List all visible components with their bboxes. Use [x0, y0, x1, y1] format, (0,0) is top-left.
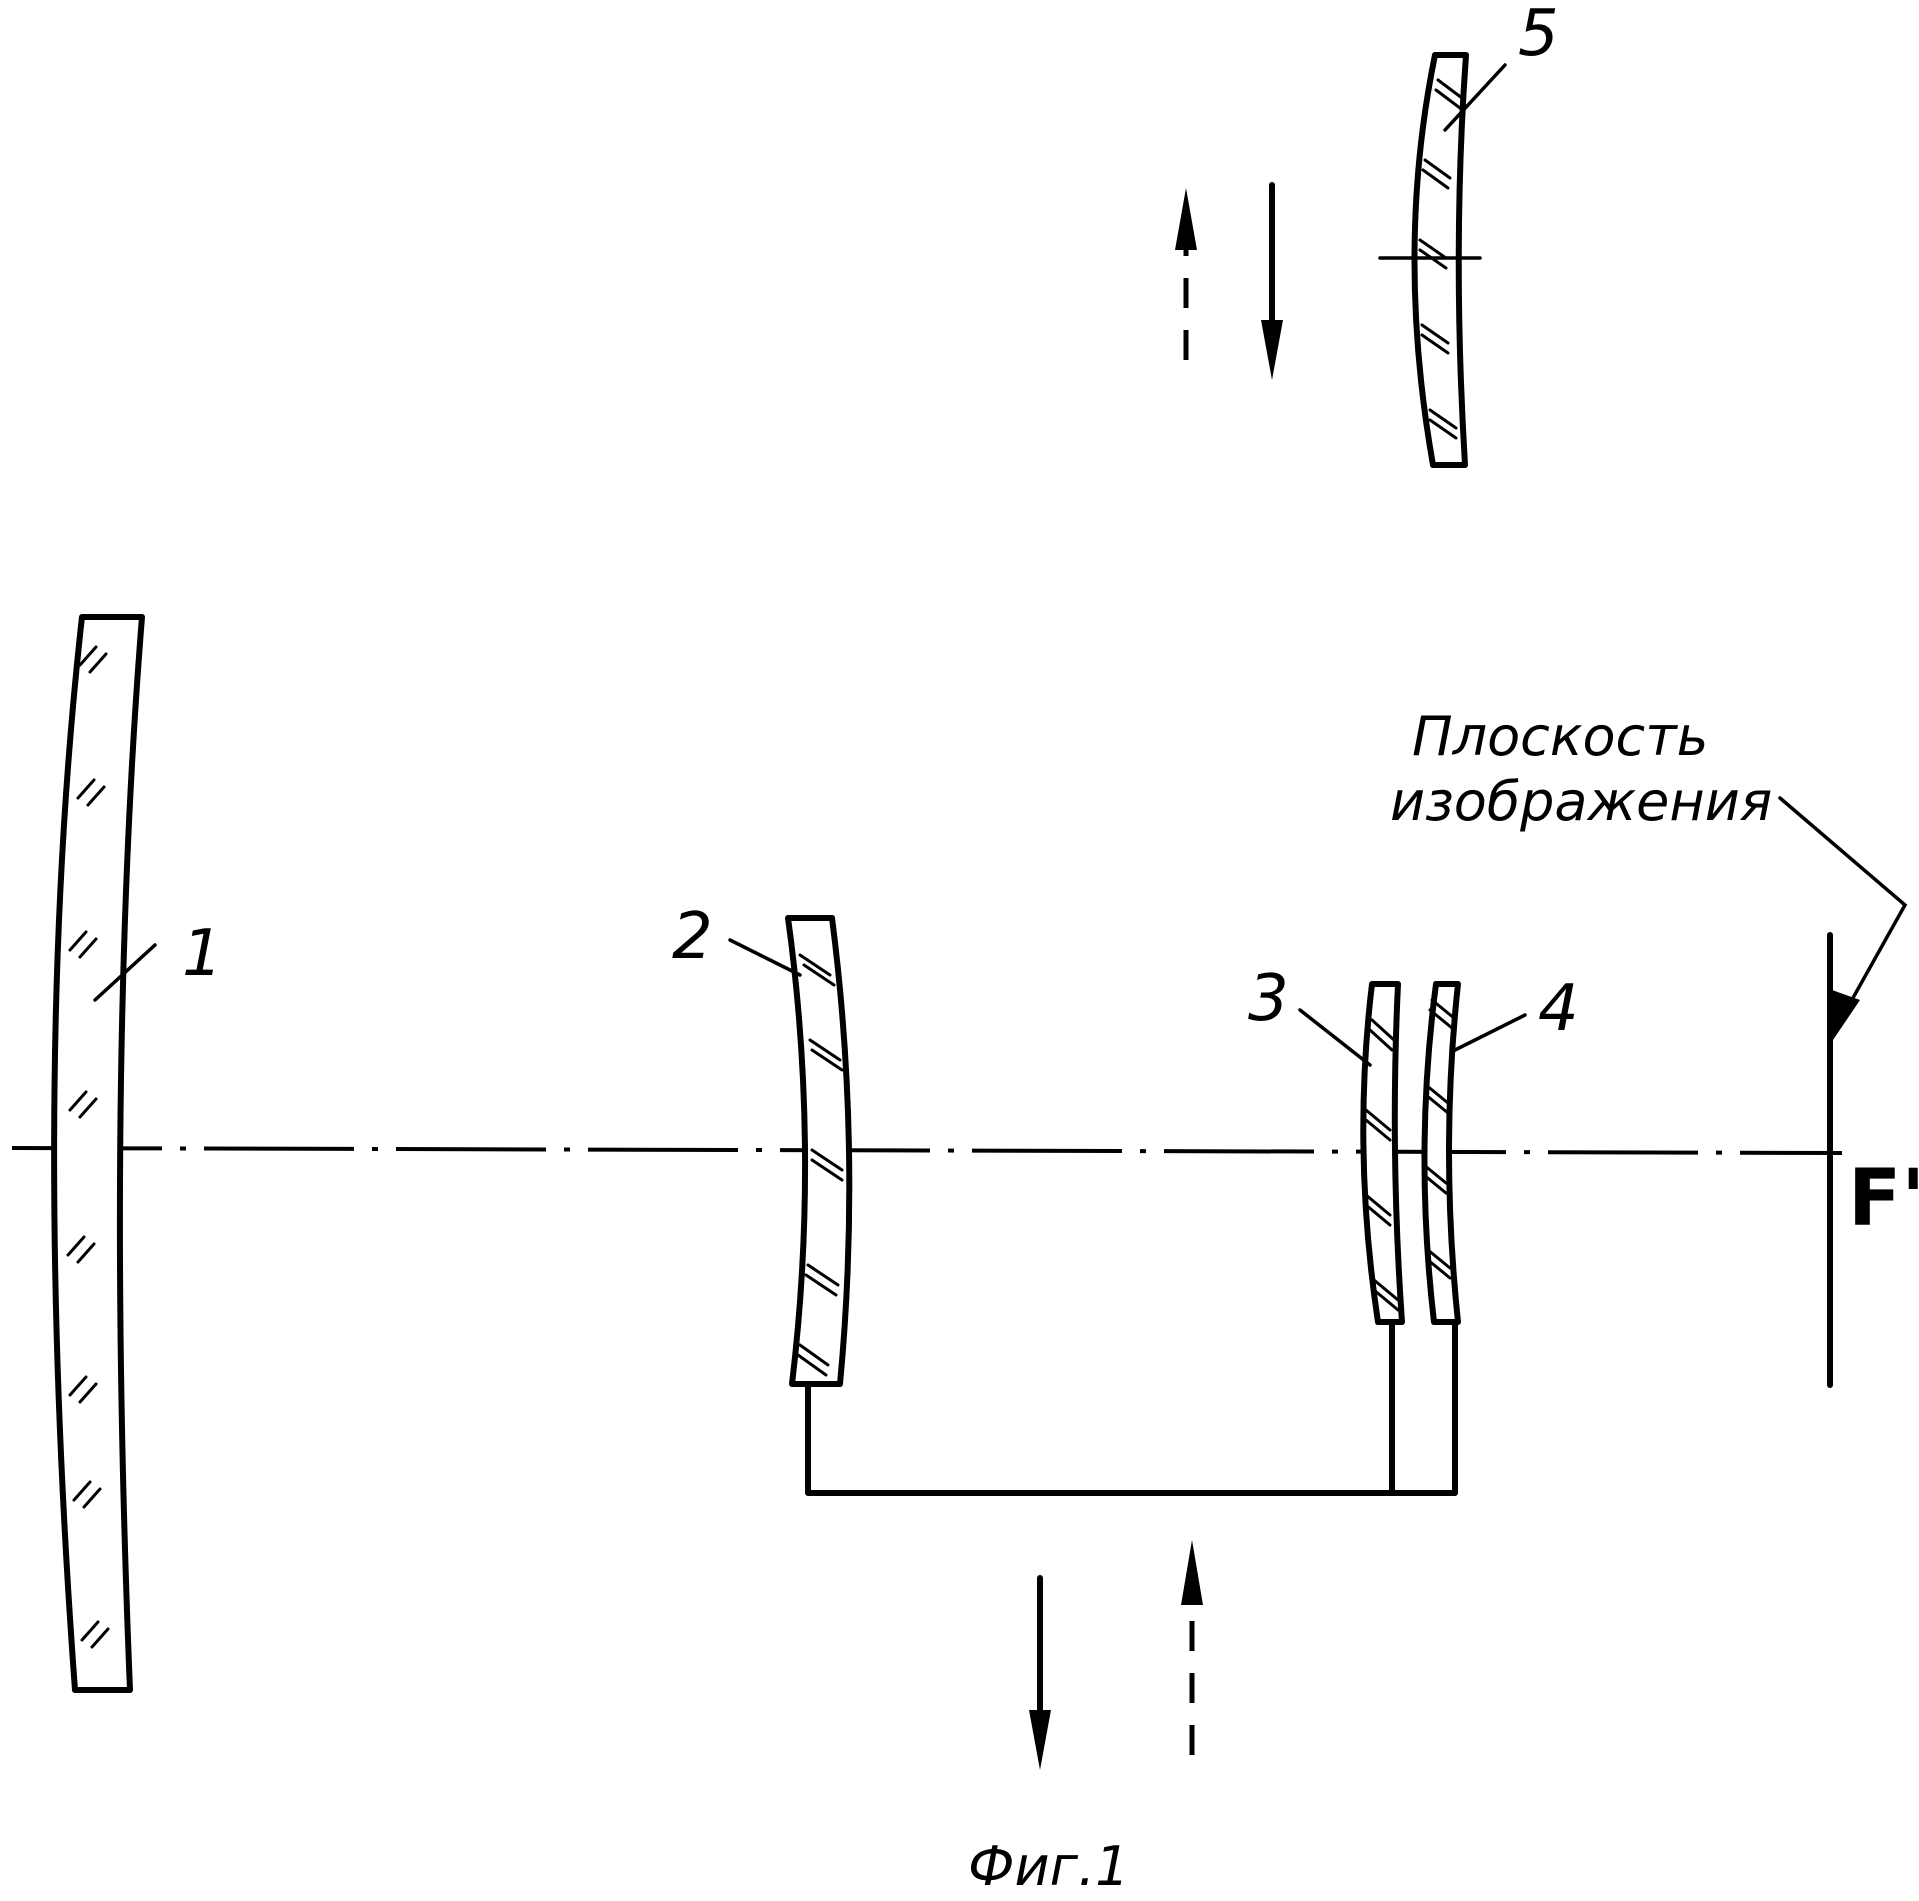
- arrow-down-solid-top: [1261, 185, 1283, 380]
- lens-2-label: 2: [672, 900, 713, 974]
- figure-caption: Фиг.1: [968, 1835, 1129, 1898]
- optical-axis: [12, 1148, 1842, 1153]
- lens-1-label: 1: [182, 917, 223, 991]
- image-plane-leader: [1780, 798, 1905, 1040]
- focal-point-label: F': [1848, 1154, 1919, 1244]
- image-plane-label-line1: Плоскость: [1412, 705, 1708, 768]
- lens-3-label: 3: [1248, 962, 1289, 1036]
- lens-5-label: 5: [1518, 0, 1559, 71]
- arrow-up-dashed-bottom: [1181, 1540, 1203, 1755]
- image-plane-label-line2: изображения: [1390, 770, 1772, 833]
- lens-1: [54, 617, 155, 1690]
- arrow-up-dashed-top: [1175, 188, 1197, 360]
- lens-4-label: 4: [1538, 972, 1579, 1046]
- lens-5: [1380, 55, 1505, 465]
- linkage-bracket: [808, 1322, 1455, 1493]
- arrow-down-solid-bottom: [1029, 1578, 1051, 1770]
- lens-3: [1300, 984, 1402, 1322]
